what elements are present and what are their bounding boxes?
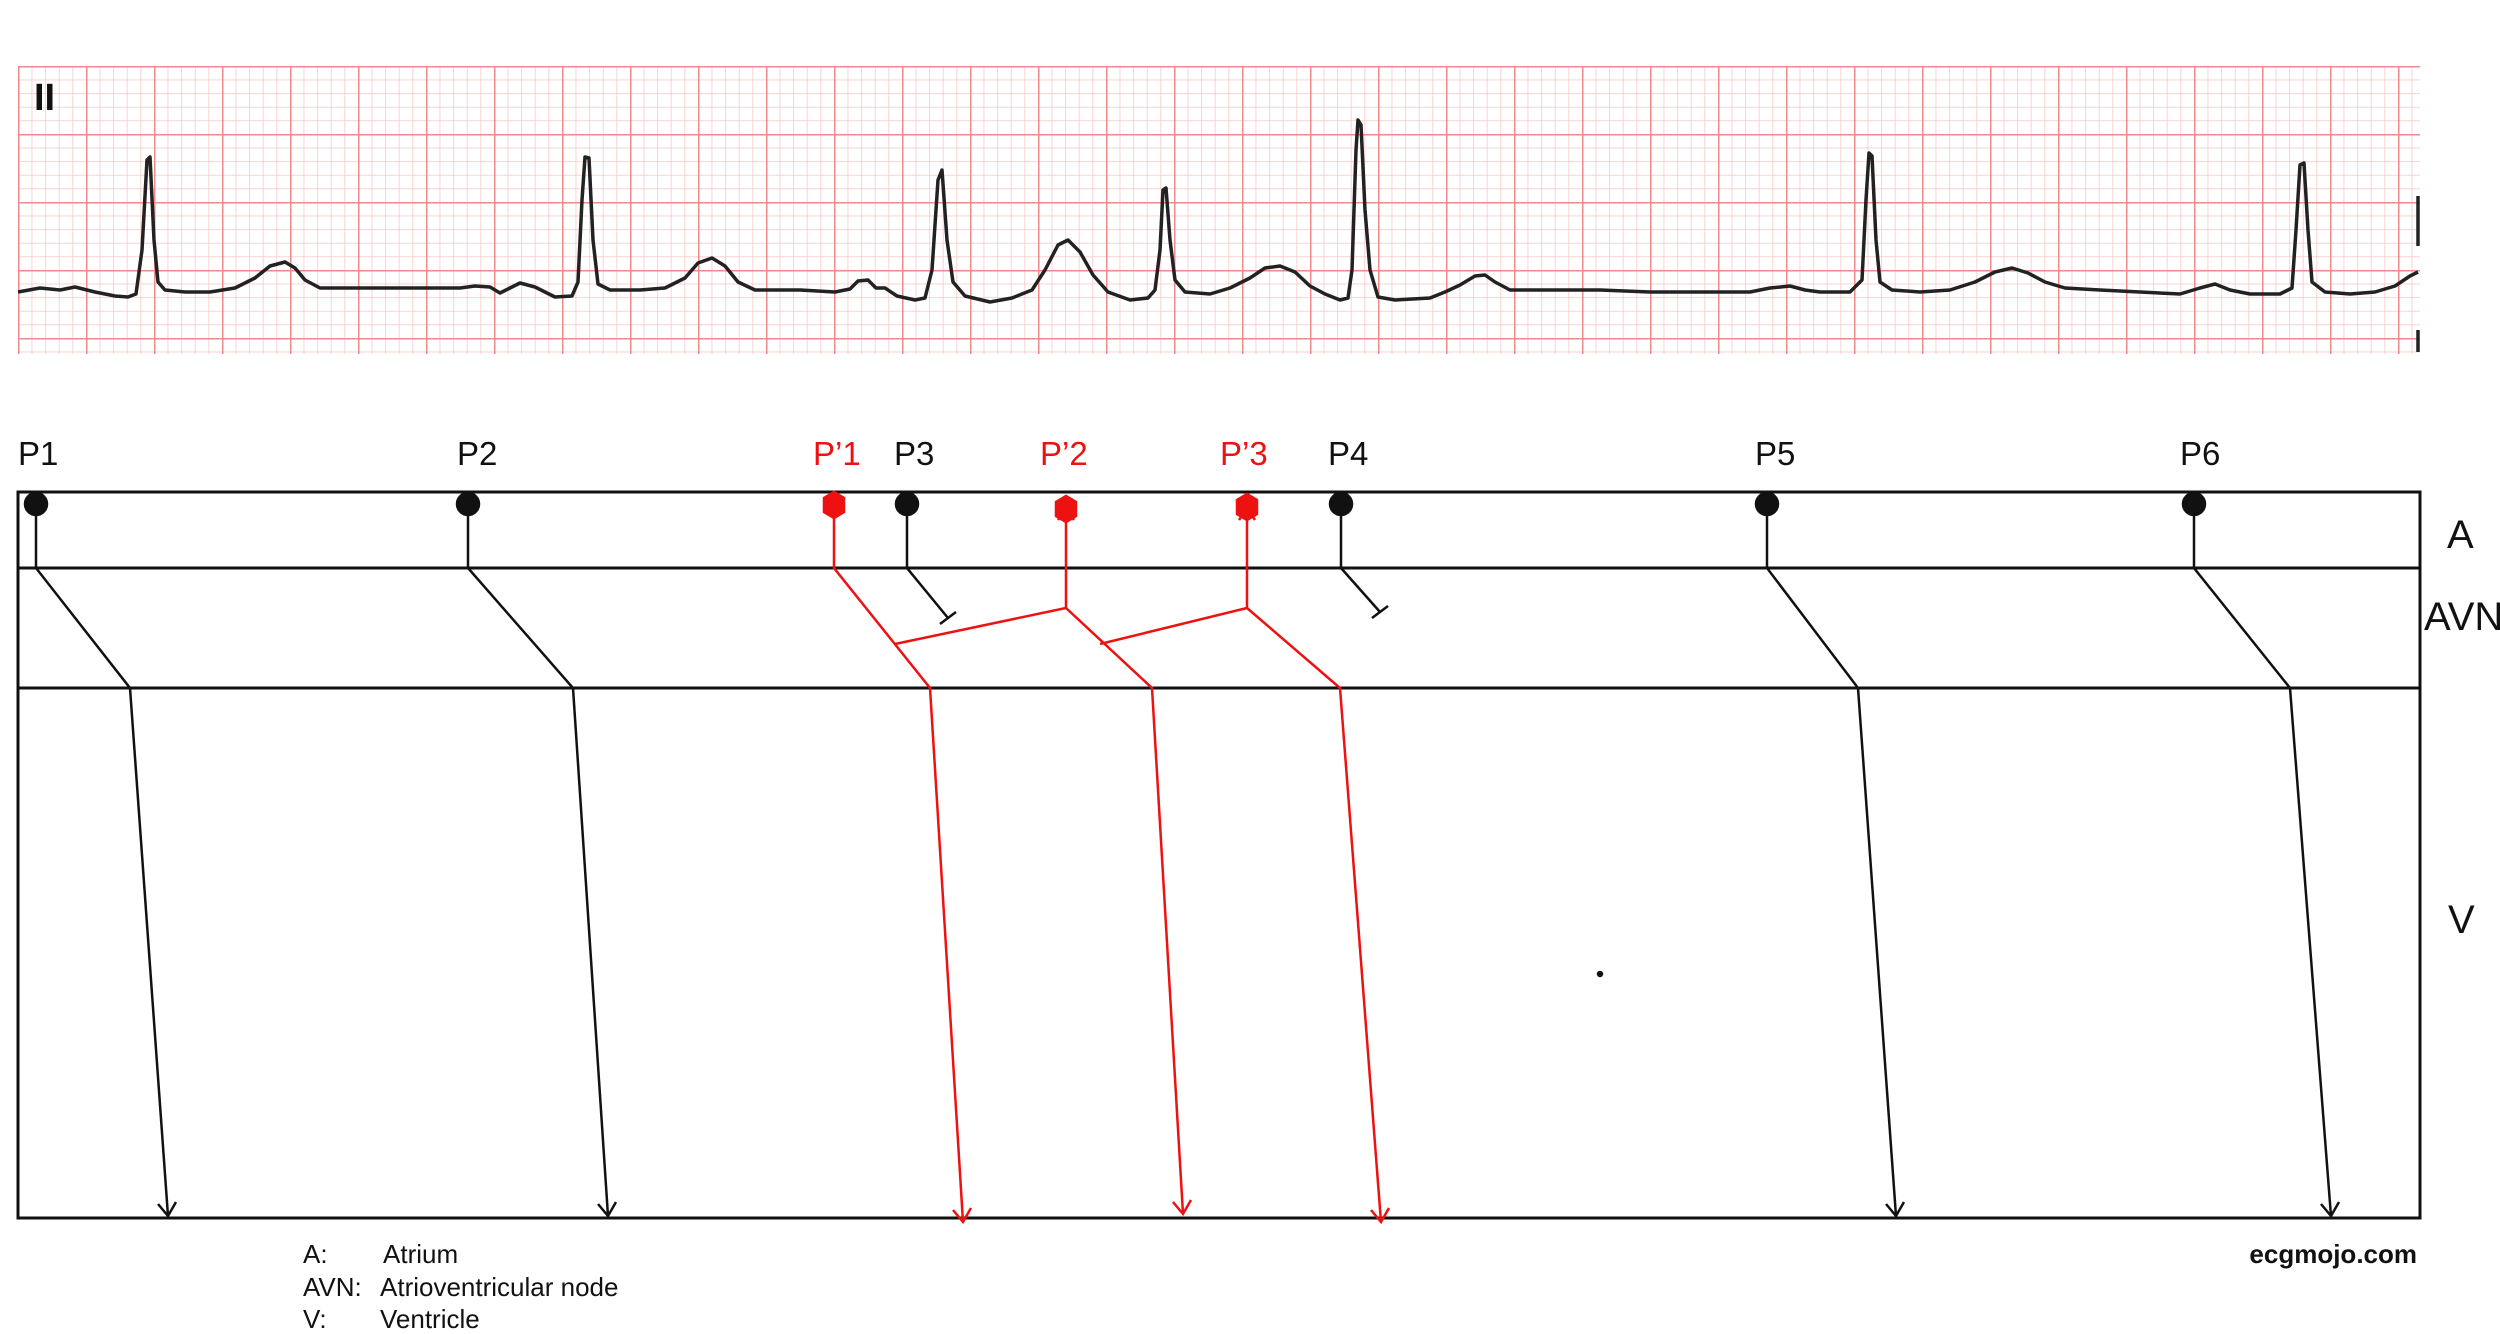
conduction-p3-blocked bbox=[894, 491, 957, 625]
beat-label-ectopic-2: P’2 bbox=[1040, 435, 1088, 472]
beat-label-p1: P1 bbox=[18, 435, 58, 472]
zone-label-ventricle: V bbox=[2448, 898, 2475, 942]
beat-labels: P1 P2 P’1 P3 P’2 P’3 P4 P5 P6 bbox=[18, 435, 2220, 472]
ladder-frame bbox=[16, 490, 2422, 1220]
ecg-strip: II bbox=[17, 66, 2420, 354]
beat-label-ectopic-3: P’3 bbox=[1220, 435, 1268, 472]
ecg-trace bbox=[17, 118, 2419, 304]
lead-label: II bbox=[34, 77, 55, 119]
ladder-border bbox=[16, 490, 2422, 1220]
reentry-loop-2 bbox=[1099, 505, 1249, 646]
conduction-p6 bbox=[2181, 491, 2341, 1219]
conduction-p2 bbox=[455, 491, 618, 1219]
brand-watermark: ecgmojo.com bbox=[2249, 1239, 2417, 1269]
conduction-p1 bbox=[23, 491, 178, 1219]
ectopic-conduction bbox=[822, 490, 1391, 1225]
legend-abbr-avn: AVN: bbox=[303, 1272, 362, 1302]
legend-text-avn: Atrioventricular node bbox=[380, 1272, 618, 1302]
zone-label-atrium: A bbox=[2447, 513, 2474, 557]
ectopic-path-2 bbox=[1065, 607, 1185, 1215]
sinus-conduction bbox=[23, 491, 2341, 1219]
beat-label-p4: P4 bbox=[1328, 435, 1368, 472]
legend-text-ventricle: Ventricle bbox=[380, 1304, 480, 1334]
ecg-grid-major bbox=[18, 66, 2420, 354]
beat-label-p3: P3 bbox=[894, 435, 934, 472]
legend-abbr-atrium: A: bbox=[303, 1239, 328, 1269]
conduction-p5 bbox=[1754, 491, 1906, 1219]
beat-label-ectopic-1: P’1 bbox=[813, 435, 861, 472]
stray-dot bbox=[1596, 970, 1604, 978]
conduction-p4-blocked bbox=[1328, 491, 1389, 619]
reentry-loop-1 bbox=[894, 505, 1068, 646]
legend-abbr-ventricle: V: bbox=[303, 1304, 327, 1334]
legend: A: Atrium AVN: Atrioventricular node V: … bbox=[303, 1239, 618, 1334]
beat-label-p6: P6 bbox=[2180, 435, 2220, 472]
beat-label-p5: P5 bbox=[1755, 435, 1795, 472]
legend-text-atrium: Atrium bbox=[383, 1239, 458, 1269]
zone-label-avn: AVN bbox=[2424, 595, 2500, 639]
beat-label-p2: P2 bbox=[457, 435, 497, 472]
ectopic-path-3 bbox=[1246, 607, 1383, 1223]
ectopic-path-1 bbox=[832, 505, 965, 1223]
